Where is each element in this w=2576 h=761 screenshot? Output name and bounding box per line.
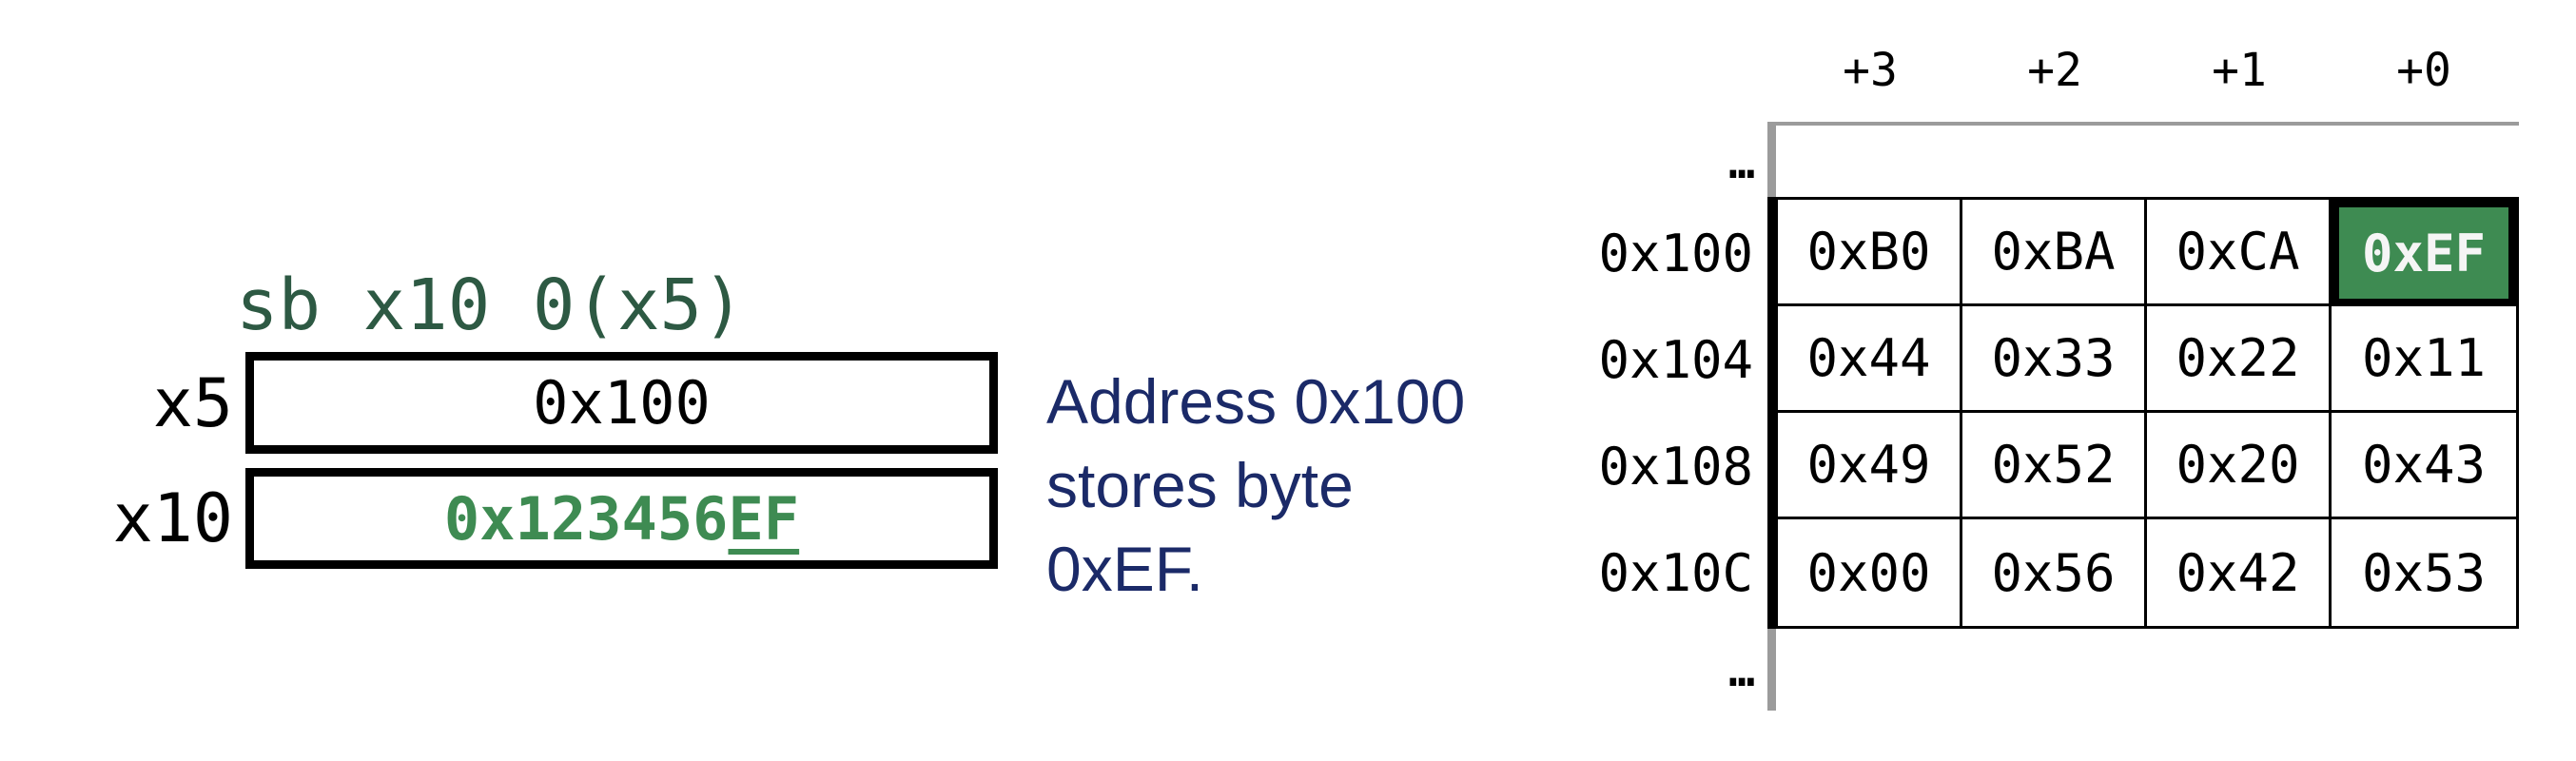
register-x10-name: x10 [112,479,233,557]
register-x10-value-prefix: 0x123456 [443,483,729,554]
caption-text: Address 0x100 stores byte 0xEF. [1046,360,1465,611]
memory-cell: 0x00 [1778,519,1962,626]
memory-table: 0xB0 0xBA 0xCA 0xEF 0x44 0x33 0x22 0x11 … [1767,197,2519,629]
memory-ellipsis-top: … [1617,137,1755,188]
memory-offset-headers: +3 +2 +1 +0 [1778,42,2516,99]
memory-cell: 0x56 [1962,519,2147,626]
memory-extent-top-line [1767,122,2519,126]
register-x5-label: x5 [29,352,233,454]
memory-row-labels: 0x100 0x104 0x108 0x10C [1484,200,1753,626]
memory-ellipsis-bottom: … [1617,645,1755,696]
memory-offset-header-0: +0 [2396,44,2451,97]
caption-line-3: 0xEF. [1046,534,1204,604]
memory-row-label-0x10C: 0x10C [1598,542,1753,603]
register-x10-stored-byte: EF [728,483,800,554]
memory-row-label-0x108: 0x108 [1598,436,1753,497]
memory-cell: 0x49 [1778,413,1962,519]
memory-offset-header-2: +2 [2027,44,2082,97]
register-x10-value: 0x123456EF [444,484,799,554]
memory-cell: 0x42 [2147,519,2332,626]
register-x5-value: 0x100 [533,368,711,438]
memory-cell: 0x52 [1962,413,2147,519]
caption-line-1: Address 0x100 [1046,366,1466,437]
ellipsis-glyph: … [1728,645,1755,696]
memory-row-label-0x100: 0x100 [1598,223,1753,283]
memory-cell: 0x11 [2332,306,2516,413]
memory-cell: 0x22 [2147,306,2332,413]
register-x5-name: x5 [152,363,233,442]
memory-cell: 0x53 [2361,542,2487,603]
memory-extent-top-bar [1767,122,1776,197]
memory-cell: 0x33 [1962,306,2147,413]
memory-cell: 0xB0 [1778,200,1962,306]
memory-cell-highlighted: 0xEF [2332,200,2516,306]
ellipsis-glyph: … [1728,137,1755,188]
memory-cell: 0xBA [1962,200,2147,306]
caption-line-2: stores byte [1046,450,1354,520]
register-x5-box: 0x100 [245,352,998,454]
register-x10-label: x10 [29,468,233,569]
register-x10-box: 0x123456EF [245,468,998,569]
instruction-text: sb x10 0(x5) [236,264,745,346]
memory-row-label-0x104: 0x104 [1598,329,1753,390]
memory-offset-header-1: +1 [2212,44,2267,97]
memory-cell: 0xCA [2147,200,2332,306]
memory-cell: 0x44 [1778,306,1962,413]
memory-cell: 0x20 [2147,413,2332,519]
memory-extent-bottom-bar [1767,629,1776,711]
memory-cell: 0x43 [2332,413,2516,519]
memory-offset-header-3: +3 [1843,44,1898,97]
